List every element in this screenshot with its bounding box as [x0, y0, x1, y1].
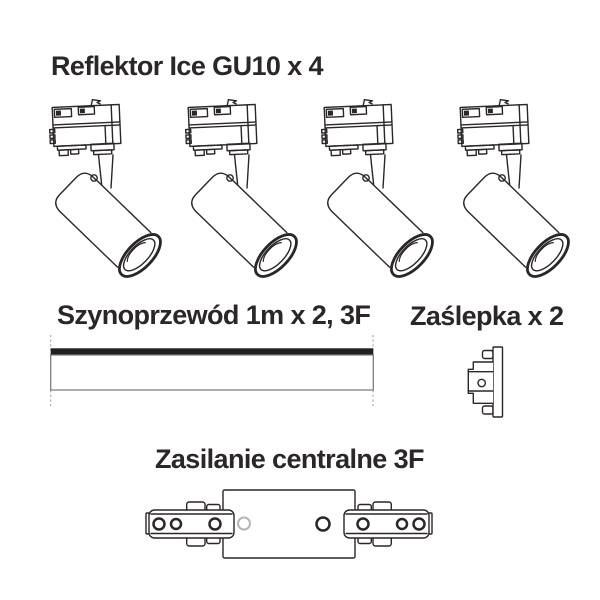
spotlight-illustration: [455, 97, 577, 285]
power-feed-title: Zasilanie centralne 3F: [155, 444, 425, 474]
endcap-illustration: [467, 346, 504, 418]
track-illustration: [50, 335, 374, 406]
spotlight-illustration: [47, 97, 169, 285]
track-title: Szynoprzewód 1m x 2, 3F: [57, 300, 371, 330]
spotlight-illustration: [319, 97, 441, 285]
spotlights-row: [45, 96, 577, 285]
spotlights-title: Reflektor Ice GU10 x 4: [51, 51, 324, 81]
endcap-title: Zaślepka x 2: [410, 301, 564, 331]
spotlight-illustration: [183, 97, 305, 285]
power-feed-illustration: [145, 489, 433, 559]
